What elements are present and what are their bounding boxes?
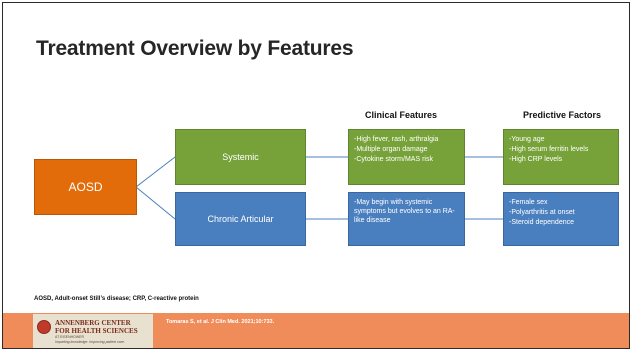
logo-line-3: AT EISENHOWER [55,335,85,339]
chronic-clinical-features-box: -May begin with systemic symptoms but ev… [348,192,465,246]
slide: Treatment Overview by Features Clinical … [2,2,630,349]
list-item: -Cytokine storm/MAS risk [354,156,433,164]
list-item: -High CRP levels [509,156,563,164]
logo-line-2: FOR HEALTH SCIENCES [55,327,138,335]
annenberg-logo: ANNENBERG CENTER FOR HEALTH SCIENCES AT … [33,314,153,348]
list-item: -High fever, rash, arthralgia [354,136,439,143]
list-item: -Steroid dependence [509,219,574,227]
logo-emblem-icon [37,320,51,334]
list-item: -Female sex [509,199,548,206]
chronic-predictive-factors-box: -Female sex -Polyarthritis at onset -Ste… [503,192,619,246]
footnote: AOSD, Adult-onset Still’s disease; CRP, … [34,296,199,302]
list-item: -Polyarthritis at onset [509,209,575,217]
list-item: -Multiple organ damage [354,146,428,154]
logo-line-1: ANNENBERG CENTER [55,319,131,327]
predictive-factors-header: Predictive Factors [523,110,602,120]
systemic-node: Systemic [175,129,306,185]
chronic-articular-node: Chronic Articular [175,192,306,246]
systemic-predictive-factors-box: -Young age -High serum ferritin levels -… [503,129,619,185]
logo-line-4: Imparting knowledge. Improving patient c… [55,340,125,344]
list-item: -May begin with systemic symptoms but ev… [354,199,455,225]
list-item: -Young age [509,136,545,143]
citation: Tomaras S, et al. J Clin Med. 2021;10:73… [166,319,275,325]
connector-root-systemic [135,156,176,188]
connector-lines [135,156,503,220]
clinical-features-header: Clinical Features [365,110,438,120]
list-item: -High serum ferritin levels [509,146,589,154]
aosd-node: AOSD [34,159,137,215]
systemic-clinical-features-box: -High fever, rash, arthralgia -Multiple … [348,129,465,185]
connector-root-chronic [135,186,176,220]
slide-title: Treatment Overview by Features [36,37,354,60]
